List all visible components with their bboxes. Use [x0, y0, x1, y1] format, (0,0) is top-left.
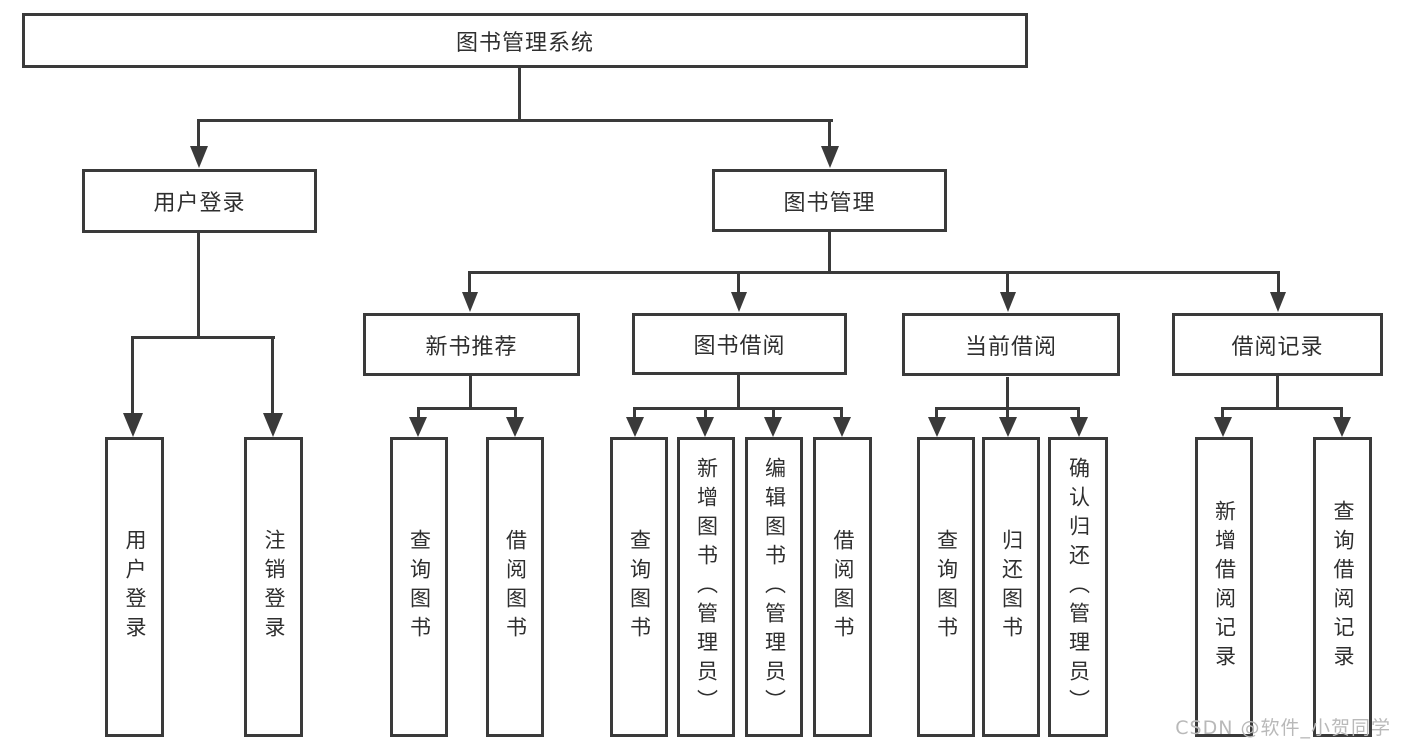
node-book-borrowing: 图书借阅 — [632, 313, 847, 375]
connector-book-borrowing-stem — [737, 375, 740, 410]
leaf-query-books-current: 查询图书 — [917, 437, 975, 737]
leaf-borrow-books-borrowing: 借阅图书 — [813, 437, 872, 737]
arrowhead-leaf — [928, 417, 946, 437]
connector-to-current-borrowing — [1006, 271, 1009, 295]
connector-to-book-management — [828, 119, 831, 149]
connector-new-book-horizontal — [417, 407, 517, 410]
node-book-management: 图书管理 — [712, 169, 947, 232]
arrowhead-leaf — [409, 417, 427, 437]
connector-book-management-horizontal — [468, 271, 1280, 274]
leaf-label: 查询图书 — [934, 529, 959, 645]
connector-leaf — [1221, 407, 1224, 419]
node-label: 用户登录 — [153, 191, 246, 216]
leaf-label: 查询借阅记录 — [1331, 500, 1355, 674]
connector-leaf — [633, 407, 636, 419]
connector-leaf — [514, 407, 517, 419]
node-label: 借阅记录 — [1231, 334, 1324, 360]
arrowhead-leaf-logout — [263, 413, 283, 437]
connector-leaf — [1077, 407, 1080, 419]
connector-new-book-stem — [469, 376, 472, 410]
leaf-query-books-recommend: 查询图书 — [390, 437, 448, 737]
arrowhead-leaf — [1333, 417, 1351, 437]
leaf-label: 编辑图书（管理员） — [762, 456, 787, 718]
arrowhead-user-login — [190, 146, 208, 168]
connector-root-stem — [518, 68, 521, 121]
leaf-label: 查询图书 — [627, 529, 652, 645]
arrowhead-leaf — [1214, 417, 1232, 437]
arrowhead-leaf — [626, 417, 644, 437]
arrowhead-leaf — [764, 417, 782, 437]
leaf-borrow-books-recommend: 借阅图书 — [486, 437, 544, 737]
connector-leaf — [1340, 407, 1343, 419]
csdn-watermark: CSDN @软件_小贺同学 — [1175, 717, 1391, 739]
node-label: 图书借阅 — [693, 334, 786, 359]
node-library-management-system: 图书管理系统 — [22, 13, 1028, 68]
connector-book-management-stem — [828, 232, 831, 274]
node-borrowing-records: 借阅记录 — [1172, 313, 1383, 376]
connector-leaf — [704, 407, 707, 419]
connector-root-horizontal — [197, 119, 833, 122]
leaf-label: 归还图书 — [999, 529, 1024, 645]
node-label: 当前借阅 — [964, 334, 1057, 360]
leaf-label: 新增借阅记录 — [1212, 500, 1237, 674]
node-current-borrowing: 当前借阅 — [902, 313, 1120, 376]
connector-to-leaf-user-login — [131, 336, 134, 416]
arrowhead-leaf — [506, 417, 524, 437]
connector-to-borrowing-records — [1277, 271, 1280, 295]
leaf-add-borrow-record: 新增借阅记录 — [1195, 437, 1253, 737]
node-user-login: 用户登录 — [82, 169, 317, 233]
leaf-label: 用户登录 — [123, 529, 147, 645]
connector-user-login-horizontal — [131, 336, 275, 339]
connector-borrowing-records-stem — [1276, 376, 1279, 410]
arrowhead-leaf-user-login — [123, 413, 143, 437]
connector-leaf — [417, 407, 420, 419]
connector-leaf — [1006, 407, 1009, 419]
leaf-edit-books-admin: 编辑图书（管理员） — [745, 437, 803, 737]
node-label: 图书管理系统 — [455, 30, 594, 56]
leaf-return-books: 归还图书 — [982, 437, 1040, 737]
leaf-query-borrow-record: 查询借阅记录 — [1313, 437, 1372, 737]
connector-leaf — [772, 407, 775, 419]
arrowhead-book-management — [821, 146, 839, 168]
leaf-add-books-admin: 新增图书（管理员） — [677, 437, 735, 737]
connector-to-book-borrowing — [737, 271, 740, 295]
node-new-book-recommendation: 新书推荐 — [363, 313, 580, 376]
connector-leaf — [935, 407, 938, 419]
arrowhead-leaf — [1070, 417, 1088, 437]
arrowhead-new-book — [462, 292, 478, 312]
connector-to-new-book — [468, 271, 471, 295]
leaf-label: 新增图书（管理员） — [694, 456, 719, 718]
arrowhead-leaf — [999, 417, 1017, 437]
node-label: 图书管理 — [783, 190, 876, 216]
arrowhead-book-borrowing — [731, 292, 747, 312]
leaf-query-books-borrowing: 查询图书 — [610, 437, 668, 737]
arrowhead-borrowing-records — [1270, 292, 1286, 312]
connector-book-borrowing-horizontal — [633, 407, 843, 410]
leaf-label: 查询图书 — [407, 529, 432, 645]
leaf-label: 借阅图书 — [831, 529, 855, 645]
leaf-label: 借阅图书 — [503, 529, 528, 645]
arrowhead-leaf — [696, 417, 714, 437]
connector-to-leaf-logout — [271, 336, 274, 416]
leaf-label: 注销登录 — [262, 529, 286, 645]
connector-to-user-login — [197, 119, 200, 149]
connector-user-login-stem — [197, 233, 200, 339]
connector-current-borrowing-stem — [1006, 377, 1009, 410]
connector-leaf — [840, 407, 843, 419]
arrowhead-current-borrowing — [1000, 292, 1016, 312]
leaf-label: 确认归还（管理员） — [1066, 456, 1091, 718]
leaf-confirm-return-admin: 确认归还（管理员） — [1048, 437, 1108, 737]
leaf-logout-login: 注销登录 — [244, 437, 303, 737]
arrowhead-leaf — [833, 417, 851, 437]
node-label: 新书推荐 — [425, 334, 518, 360]
leaf-user-login: 用户登录 — [105, 437, 164, 737]
connector-borrowing-records-horizontal — [1221, 407, 1343, 410]
